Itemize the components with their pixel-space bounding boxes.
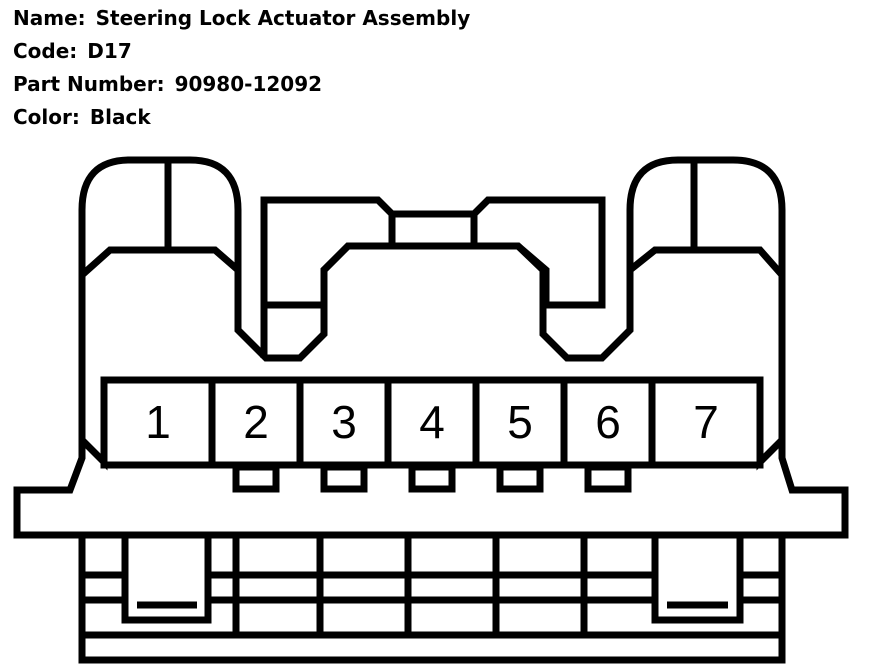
pin-number-4: 4 bbox=[419, 396, 445, 448]
pin-number-2: 2 bbox=[243, 396, 269, 448]
pin-numbers: 1 2 3 4 5 6 7 bbox=[145, 396, 719, 448]
right-latch-ribs bbox=[627, 160, 785, 278]
color-value: Black bbox=[89, 105, 151, 129]
pin-number-1: 1 bbox=[145, 396, 171, 448]
left-skirt-slot bbox=[121, 535, 212, 624]
name-line: Name: Steering Lock Actuator Assembly bbox=[13, 6, 470, 30]
part-number-line: Part Number: 90980-12092 bbox=[13, 72, 322, 96]
pin-key bbox=[408, 463, 456, 493]
pin-number-7: 7 bbox=[693, 396, 719, 448]
part-number-label: Part Number: bbox=[13, 72, 165, 96]
name-label: Name: bbox=[13, 6, 86, 30]
pin-keys bbox=[232, 463, 632, 493]
color-label: Color: bbox=[13, 105, 80, 129]
pin-number-6: 6 bbox=[595, 396, 621, 448]
part-number-value: 90980-12092 bbox=[174, 72, 323, 96]
pin-key bbox=[320, 463, 368, 493]
connector-body-outline bbox=[13, 156, 849, 539]
code-value: D17 bbox=[87, 39, 132, 63]
pin-number-3: 3 bbox=[331, 396, 357, 448]
right-skirt-slot bbox=[651, 535, 744, 624]
name-value: Steering Lock Actuator Assembly bbox=[95, 6, 471, 30]
lock-tab bbox=[260, 196, 606, 358]
pin-cavities bbox=[100, 376, 764, 469]
pin-key bbox=[496, 463, 544, 493]
color-line: Color: Black bbox=[13, 105, 151, 129]
left-latch-ribs bbox=[79, 160, 241, 278]
lock-tab-bridge bbox=[388, 214, 478, 246]
code-line: Code: D17 bbox=[13, 39, 132, 63]
lower-skirt bbox=[78, 531, 786, 664]
code-label: Code: bbox=[13, 39, 78, 63]
pin-key bbox=[584, 463, 632, 493]
pin-number-5: 5 bbox=[507, 396, 533, 448]
pin-key bbox=[232, 463, 280, 493]
